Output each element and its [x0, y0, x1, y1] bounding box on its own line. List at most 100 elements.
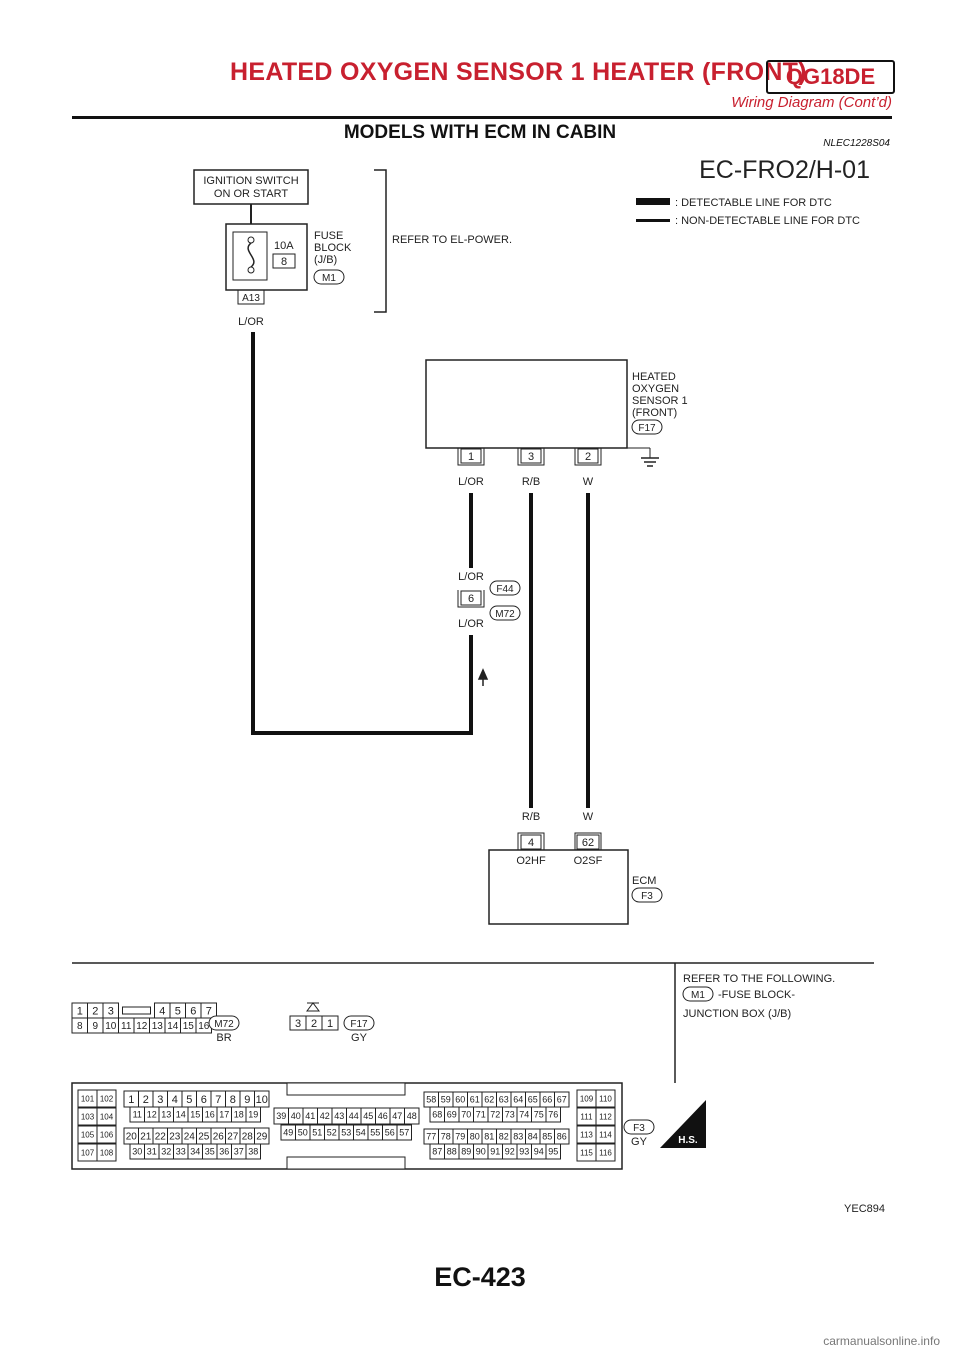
f3-pin: 82: [499, 1132, 509, 1142]
hs-badge-icon: [660, 1100, 706, 1148]
f3-oval: [623, 1119, 655, 1135]
f3-pin: 90: [476, 1147, 486, 1157]
fuse-terminal-bracket: [237, 290, 265, 305]
f3-top-key: [286, 1082, 406, 1096]
f3-pin: 76: [548, 1110, 558, 1120]
m72-pin: 5: [175, 1005, 181, 1017]
f3-pin-cell: [96, 1089, 117, 1108]
f3-pin: 37: [234, 1147, 244, 1157]
f3-pin: 70: [461, 1110, 471, 1120]
f3-pin: 110: [599, 1094, 612, 1103]
f3-pin: 35: [205, 1147, 215, 1157]
sensor-label-2: OXYGEN: [632, 383, 679, 395]
f3-pin-cell: [554, 1128, 570, 1145]
ecm-pin-62-box: [576, 834, 600, 850]
ignition-switch-box: [193, 169, 309, 205]
f3-pin: 32: [161, 1147, 171, 1157]
ignition-switch-label-1: IGNITION SWITCH: [203, 175, 298, 187]
f3-pin: 84: [528, 1132, 538, 1142]
f3-pin: 20: [126, 1132, 138, 1143]
sensor-pin-3-box: [520, 448, 542, 464]
ecm-pin-4-box: [520, 834, 542, 850]
m72-pin: 13: [152, 1021, 164, 1032]
f3-pin: 38: [248, 1147, 258, 1157]
m72-pin: 11: [121, 1021, 132, 1032]
fuse-inner-box: [232, 231, 268, 281]
fuse-number: 8: [281, 256, 287, 268]
refer-connector-oval: [682, 986, 714, 1002]
f3-pin: 107: [81, 1148, 95, 1157]
f3-pin: 75: [534, 1110, 544, 1120]
f3-pin-cell: [96, 1125, 117, 1144]
m72-pin: 4: [159, 1005, 165, 1017]
f17-key-icon: [306, 1002, 320, 1012]
f3-pin: 39: [276, 1111, 286, 1121]
f3-pin: 62: [484, 1095, 494, 1105]
f3-pin: 65: [528, 1095, 538, 1105]
f3-pin: 86: [557, 1132, 567, 1142]
f3-name: F3: [633, 1123, 645, 1134]
ecm-pin-4-bracket: [517, 832, 545, 850]
sensor-pin-2-box: [577, 448, 599, 464]
f3-pin: 105: [81, 1130, 95, 1139]
fuse-connector: M1: [322, 273, 336, 284]
f3-pin: 111: [580, 1112, 593, 1121]
page-subtitle: Wiring Diagram (Cont’d): [731, 94, 892, 111]
f3-pin: 46: [378, 1111, 388, 1121]
f17-pin: 1: [327, 1018, 333, 1030]
f3-pin-cell: [245, 1106, 261, 1123]
signal-arrow-icon: [477, 668, 489, 686]
f3-pin: 102: [100, 1094, 114, 1103]
ecm-pin-62: 62: [582, 837, 594, 849]
sensor-label-4: (FRONT): [632, 407, 677, 419]
f3-pin: 66: [542, 1095, 552, 1105]
f3-pin: 25: [198, 1132, 210, 1143]
f3-pin: 31: [147, 1147, 157, 1157]
section-code: NLEC1228S04: [823, 138, 890, 149]
f3-pin: 81: [484, 1132, 494, 1142]
ecm-wire-1: R/B: [522, 811, 540, 823]
f3-pin-cell: [96, 1143, 117, 1162]
f3-pin: 42: [320, 1111, 330, 1121]
f3-pin: 13: [161, 1110, 171, 1120]
legend-nondetectable-swatch: [636, 219, 670, 222]
f3-pin: 92: [505, 1147, 515, 1157]
f3-pin: 47: [392, 1111, 402, 1121]
f3-pin: 57: [399, 1128, 409, 1138]
ignition-switch-label-2: ON OR START: [214, 188, 288, 200]
sensor-pin-1-bracket: [457, 448, 485, 466]
power-bracket: [374, 169, 387, 313]
fuse-label-1: FUSE: [314, 230, 343, 242]
fuse-number-box: [272, 253, 296, 269]
f17-pin-cell: [321, 1015, 339, 1031]
f3-pin: 6: [201, 1094, 207, 1106]
m72-pin: 16: [198, 1021, 210, 1032]
legend-nondetectable-label: : NON-DETECTABLE LINE FOR DTC: [675, 215, 860, 227]
f3-pin: 16: [205, 1110, 215, 1120]
ref-code: YEC894: [844, 1203, 885, 1215]
m72-pin: 3: [108, 1005, 114, 1017]
sensor-connector: F17: [638, 423, 656, 434]
f3-pin: 55: [370, 1128, 380, 1138]
f3-pin: 56: [385, 1128, 395, 1138]
joint-conn-a: F44: [496, 584, 514, 595]
f3-pin: 5: [186, 1094, 192, 1106]
f3-pin: 79: [455, 1132, 465, 1142]
sensor-pin-2: 2: [585, 451, 591, 463]
f3-pin: 72: [490, 1110, 500, 1120]
f3-pin-cell: [245, 1143, 261, 1160]
m72-key: [122, 1006, 151, 1015]
hs-badge: H.S.: [678, 1135, 698, 1146]
f3-pin: 2: [143, 1094, 149, 1106]
joint-wire-top: L/OR: [458, 571, 484, 583]
f3-pin: 34: [190, 1147, 200, 1157]
f3-pin: 4: [172, 1094, 178, 1106]
m72-pin: 7: [206, 1005, 212, 1017]
f3-pin: 95: [548, 1147, 558, 1157]
f3-pin: 40: [291, 1111, 301, 1121]
ecm-label: ECM: [632, 875, 656, 887]
f3-pin: 73: [505, 1110, 515, 1120]
page-number: EC-423: [434, 1262, 526, 1292]
joint-conn-b-oval: [489, 605, 521, 621]
